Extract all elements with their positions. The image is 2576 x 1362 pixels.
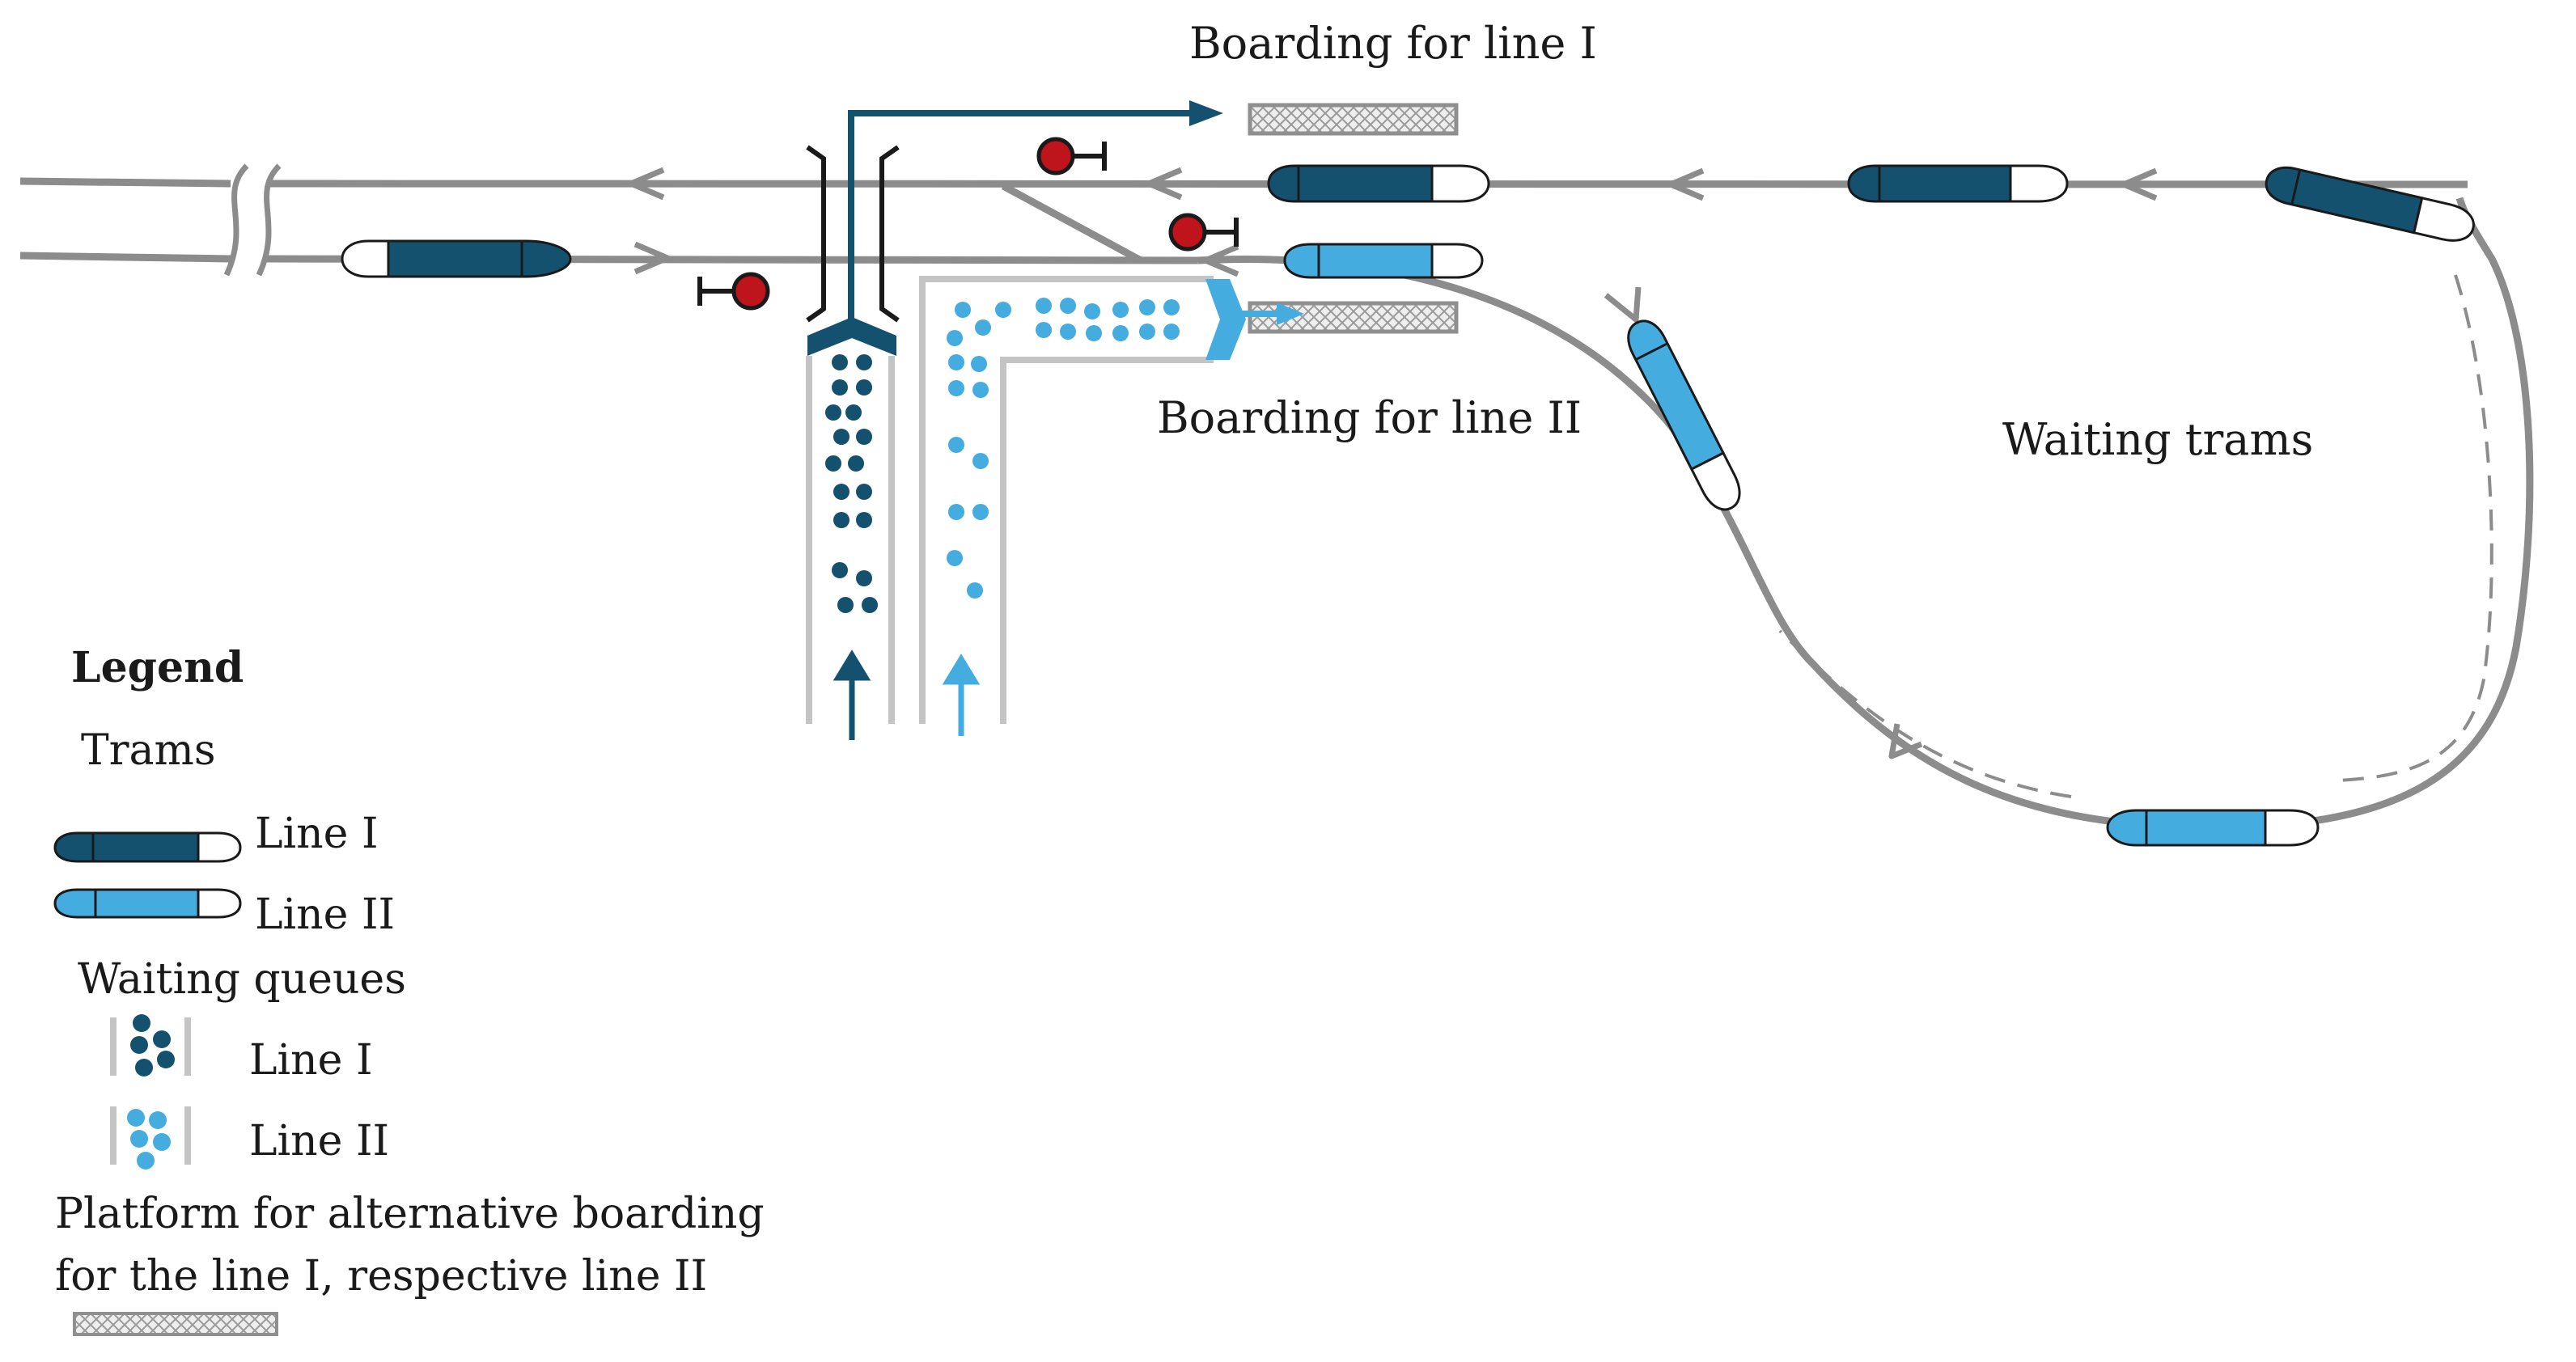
loop-track (1197, 197, 2534, 831)
stop-signal-icon (1168, 213, 1239, 252)
legend-tram-line1-label: Line I (255, 810, 379, 858)
track-direction-arrows (628, 167, 2158, 759)
legend-tram-line2-label: Line II (255, 890, 395, 939)
legend-platform-text-1: Platform for alternative boarding (55, 1190, 765, 1238)
direction-arrow-icon (628, 167, 665, 201)
track-break-marks (223, 163, 282, 277)
line2-corridor-outer-wall (919, 276, 1214, 724)
direction-arrow-icon (1146, 167, 1183, 201)
gate-brackets (806, 145, 900, 323)
line1-gate-chevron (807, 317, 896, 356)
direction-arrow-icon (1604, 286, 1642, 323)
crossover-track (1001, 183, 1143, 264)
legend-queue-line2-label: Line II (249, 1117, 389, 1165)
label-boarding-line2: Boarding for line II (1157, 392, 1582, 443)
legend-queue-line1-swatch (110, 1014, 191, 1076)
tram-line1-upper-b (1847, 164, 2069, 203)
tram-line1-curve (2265, 166, 2475, 242)
stop-signal-icon (1036, 137, 1107, 176)
tram-line2-loop-bottom (2106, 809, 2320, 847)
tram-line1-lower (341, 239, 572, 278)
legend-title: Legend (71, 643, 244, 692)
direction-arrow-icon (1667, 167, 1705, 201)
legend-queue-line1-label: Line I (249, 1036, 373, 1085)
stop-signal-icon (697, 272, 770, 311)
line2-corridor-inner-wall (1000, 357, 1214, 724)
direction-arrow-icon (1202, 243, 1239, 277)
legend-trams-heading: Trams (81, 726, 216, 775)
line1-route (807, 100, 1223, 356)
legend-tram-line1-swatch (53, 831, 242, 863)
walkway-arrows (833, 649, 981, 740)
line1-queue (825, 354, 878, 613)
line2-gate (1205, 279, 1304, 360)
legend-platform-swatch (73, 1312, 278, 1336)
legend-tram-line2-swatch (53, 888, 242, 919)
tram-line1-upper-a (1267, 164, 1490, 203)
queue-corridors (806, 276, 1214, 724)
legend-queue-line2-swatch (110, 1106, 191, 1170)
label-boarding-line1: Boarding for line I (1189, 18, 1597, 69)
tracks (19, 177, 2534, 831)
direction-arrow-icon (1888, 723, 1923, 759)
legend-queues-heading: Waiting queues (78, 955, 406, 1004)
line2-queue (947, 298, 1180, 599)
label-waiting-trams: Waiting trams (2002, 414, 2313, 465)
inner-waiting-track (1778, 274, 2493, 798)
lower-track (19, 252, 1198, 264)
alt-platform-line1 (1248, 103, 1459, 136)
tram-line2-arrival (1283, 243, 1484, 279)
direction-arrow-icon (2121, 167, 2158, 201)
upper-track (19, 177, 2468, 188)
legend: Legend Trams Line I Line II Waiting queu… (53, 643, 765, 1336)
direction-arrow-icon (633, 241, 671, 275)
tram-line2-loop-vertical (1627, 319, 1741, 511)
legend-platform-text-2: for the line I, respective line II (55, 1252, 707, 1301)
